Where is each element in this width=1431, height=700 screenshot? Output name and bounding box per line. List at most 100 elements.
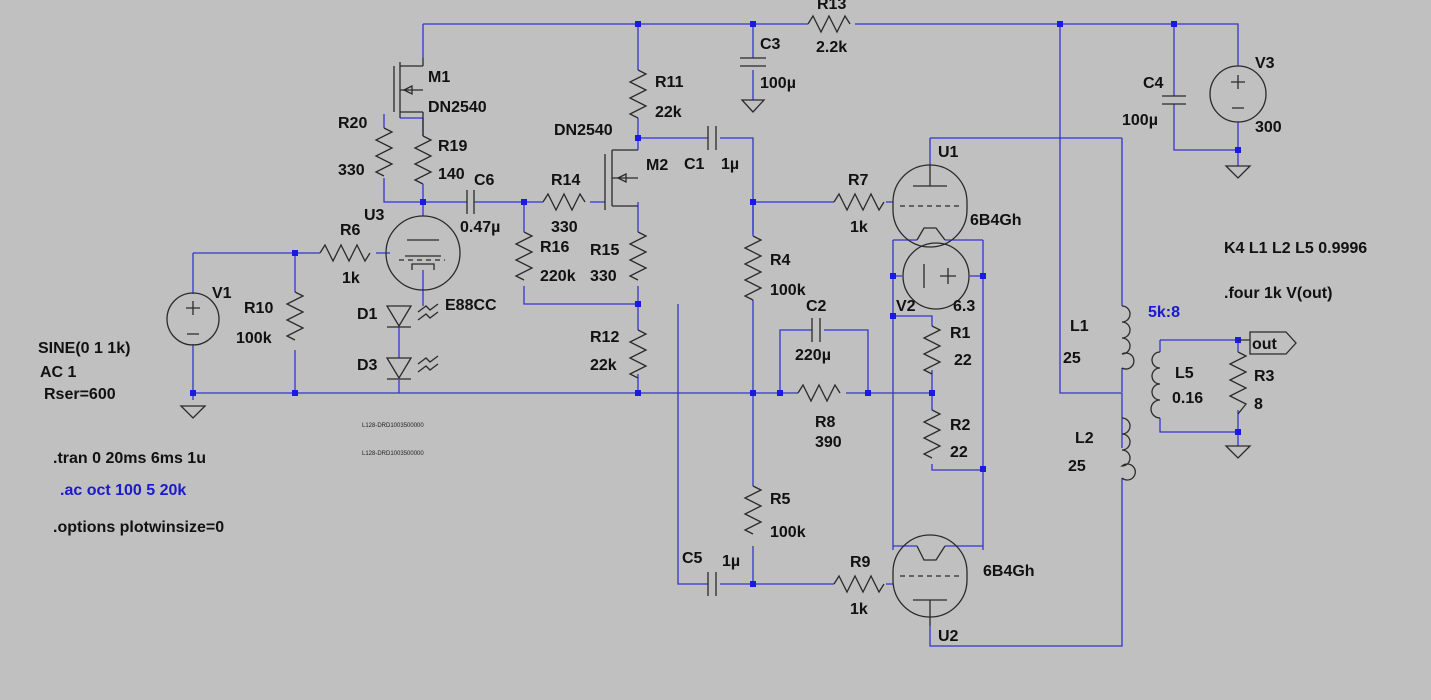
diode-d1 — [385, 303, 439, 328]
inductor-l2 — [1120, 417, 1136, 481]
r15-value: 330 — [590, 268, 617, 285]
d1-name: D1 — [357, 306, 378, 323]
r4-value: 100k — [770, 282, 806, 299]
r7-value: 1k — [850, 219, 868, 236]
part-code-2: L128-DRD1003500000 — [362, 451, 424, 457]
resistor-r11 — [628, 69, 648, 119]
u3-name: U3 — [364, 207, 385, 224]
c6-name: C6 — [474, 172, 495, 189]
out-label: out — [1252, 336, 1278, 353]
capacitor-c3 — [740, 57, 766, 67]
resistor-r12 — [628, 329, 648, 379]
c1-name: C1 — [684, 156, 705, 173]
r3-value: 8 — [1254, 396, 1263, 413]
resistor-r19 — [413, 135, 433, 185]
wire-top-rail — [423, 23, 1239, 66]
resistor-r1 — [922, 325, 942, 375]
l2-name: L2 — [1075, 430, 1094, 447]
tube-u1 — [892, 164, 968, 248]
r11-value: 22k — [655, 104, 682, 121]
part-code-1: L128-DRD1003500000 — [362, 423, 424, 429]
r4-name: R4 — [770, 252, 791, 269]
inductor-l1 — [1121, 305, 1135, 370]
resistor-r9 — [833, 574, 885, 594]
r20-value: 330 — [338, 162, 365, 179]
m1-value: DN2540 — [428, 99, 487, 116]
tube-u3 — [385, 215, 461, 291]
resistor-r15 — [628, 231, 648, 281]
diode-d3 — [385, 355, 439, 380]
r3-name: R3 — [1254, 368, 1275, 385]
capacitor-c2 — [811, 318, 821, 342]
resistor-r14 — [542, 192, 586, 212]
c3-name: C3 — [760, 36, 781, 53]
mosfet-m1 — [393, 58, 424, 136]
l1-value: 25 — [1063, 350, 1081, 367]
mosfet-m2 — [604, 149, 638, 210]
resistor-r10 — [285, 291, 305, 341]
r16-name: R16 — [540, 239, 569, 256]
r12-value: 22k — [590, 357, 617, 374]
c4-value: 100µ — [1122, 112, 1158, 129]
directive-coupling: K4 L1 L2 L5 0.9996 — [1224, 240, 1367, 257]
l5-value: 0.16 — [1172, 390, 1203, 407]
junctions — [190, 21, 1241, 587]
v1-line2: AC 1 — [40, 364, 77, 381]
c2-value: 220µ — [795, 347, 831, 364]
r9-name: R9 — [850, 554, 871, 571]
r19-name: R19 — [438, 138, 467, 155]
capacitor-c1 — [707, 126, 717, 150]
voltage-source-v2 — [902, 242, 970, 310]
resistor-r8 — [797, 383, 841, 403]
u2-value: 6B4Gh — [983, 563, 1035, 580]
net-flag-out — [1238, 331, 1297, 355]
capacitor-c6 — [466, 190, 475, 214]
v2-name: V2 — [896, 298, 916, 315]
l5-name: L5 — [1175, 365, 1194, 382]
c2-name: C2 — [806, 298, 827, 315]
r13-name: R13 — [817, 0, 846, 13]
r8-value: 390 — [815, 434, 842, 451]
transformer-ratio: 5k:8 — [1148, 304, 1180, 321]
u1-name: U1 — [938, 144, 959, 161]
c1-value: 1µ — [721, 156, 739, 173]
resistor-r20 — [374, 127, 394, 177]
r2-name: R2 — [950, 417, 971, 434]
u3-value: E88CC — [445, 297, 497, 314]
l2-value: 25 — [1068, 458, 1086, 475]
m1-name: M1 — [428, 69, 450, 86]
c4-name: C4 — [1143, 75, 1164, 92]
v1-line3: Rser=600 — [44, 386, 116, 403]
directive-four: .four 1k V(out) — [1224, 285, 1332, 302]
tube-u2 — [892, 534, 968, 626]
voltage-source-v3 — [1209, 65, 1267, 123]
v2-value: 6.3 — [953, 298, 975, 315]
m2-name: M2 — [646, 157, 668, 174]
r1-value: 22 — [954, 352, 972, 369]
r14-name: R14 — [551, 172, 580, 189]
r5-value: 100k — [770, 524, 806, 541]
directive-tran: .tran 0 20ms 6ms 1u — [53, 450, 206, 467]
directive-options: .options plotwinsize=0 — [53, 519, 224, 536]
m2-value: DN2540 — [554, 122, 613, 139]
r2-value: 22 — [950, 444, 968, 461]
v3-name: V3 — [1255, 55, 1275, 72]
r10-value: 100k — [236, 330, 272, 347]
u1-value: 6B4Gh — [970, 212, 1022, 229]
r19-value: 140 — [438, 166, 465, 183]
wires — [192, 23, 1239, 647]
voltage-source-v1 — [166, 292, 220, 346]
r15-name: R15 — [590, 242, 619, 259]
resistor-r7 — [833, 192, 885, 212]
capacitor-c5 — [707, 572, 717, 596]
resistor-r6 — [319, 243, 371, 263]
r1-name: R1 — [950, 325, 971, 342]
l1-name: L1 — [1070, 318, 1089, 335]
directive-ac: .ac oct 100 5 20k — [60, 482, 186, 499]
r10-name: R10 — [244, 300, 273, 317]
c3-value: 100µ — [760, 75, 796, 92]
resistor-r4 — [743, 235, 763, 301]
resistor-r3 — [1228, 351, 1248, 415]
c5-value: 1µ — [722, 553, 740, 570]
